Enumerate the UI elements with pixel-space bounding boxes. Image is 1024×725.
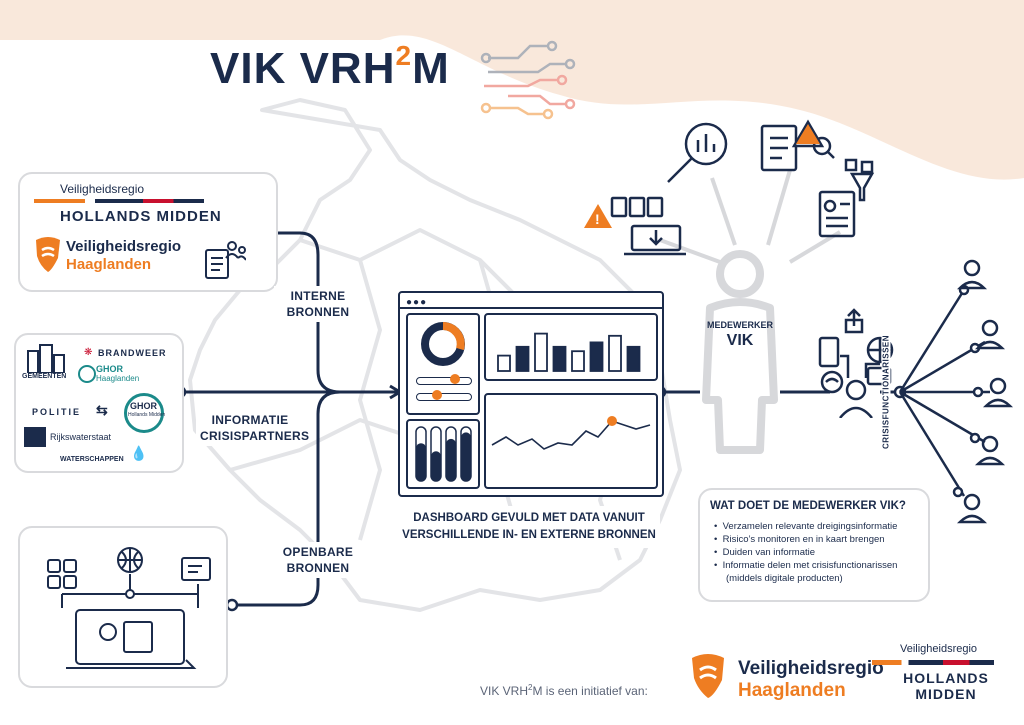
brandweer-label: BRANDWEER xyxy=(98,348,167,358)
dashboard-window: ●●● xyxy=(398,291,664,497)
vrhm-logo-name: HOLLANDS MIDDEN xyxy=(60,208,222,225)
task-item: • Risico’s monitoren en in kaart brengen xyxy=(714,534,885,545)
dashboard-bar xyxy=(534,332,548,372)
footer-vrhm-top: Veiligheidsregio xyxy=(900,643,978,655)
dashboard-bar xyxy=(626,345,641,372)
waterschappen-label: WATERSCHAPPEN xyxy=(60,456,124,463)
slider-knob-1 xyxy=(450,374,460,384)
task-item: • Duiden van informatie xyxy=(714,547,816,558)
vrhm-logo-top: Veiligheidsregio xyxy=(60,182,145,196)
vrh-shield-icon xyxy=(36,237,60,272)
dashboard-bar xyxy=(497,354,511,372)
donut-panel xyxy=(406,313,480,415)
bar-chart xyxy=(497,332,641,372)
task-item: • Informatie delen met crisisfunctionari… xyxy=(714,560,898,571)
footer-vrh-top: Veiligheidsregio xyxy=(738,658,884,679)
employee-role-label: MEDEWERKER xyxy=(706,320,773,330)
dashboard-bar xyxy=(589,341,604,372)
gauge-fill xyxy=(431,451,441,481)
line-chart-panel xyxy=(484,393,658,489)
slider-track-1 xyxy=(416,377,472,385)
internal-sources-box: Veiligheidsregio HOLLANDS MIDDEN Veiligh… xyxy=(18,172,278,292)
water-drops-icon: 💧 xyxy=(130,445,148,461)
footer-vrh-shield-icon xyxy=(692,654,724,698)
gauge-panel xyxy=(406,419,480,489)
ghor-haaglanden-title: GHOR xyxy=(96,364,123,374)
donut-chart xyxy=(421,322,465,366)
crisis-partners-box: GEMEENTEN ❋ BRANDWEER GHOR Haaglanden PO… xyxy=(14,333,184,473)
bar-chart-panel xyxy=(484,313,658,381)
rijkswaterstaat-crest-icon xyxy=(24,427,46,447)
rijkswaterstaat-label: Rijkswaterstaat xyxy=(50,432,112,442)
footer-vrh-bottom: Haaglanden xyxy=(738,680,846,701)
ghor-haaglanden-sub: Haaglanden xyxy=(96,374,140,383)
gemeenten-label: GEMEENTEN xyxy=(22,373,67,380)
tasks-list: • Verzamelen relevante dreigingsinformat… xyxy=(714,520,897,585)
employee-task-icons: ! xyxy=(584,119,875,256)
dashboard-bar xyxy=(515,345,530,372)
task-item-continuation: (middels digitale producten) xyxy=(726,573,843,584)
window-dots-icon: ●●● xyxy=(406,297,428,308)
sharing-devices-icon xyxy=(818,308,894,418)
slider-track-2 xyxy=(416,393,472,401)
ns-logo-icon: ⇆ xyxy=(96,402,108,418)
footer-vrhm-stripe xyxy=(872,660,994,665)
ghor-pin-icon xyxy=(78,365,96,383)
ghor-hm-ring-icon xyxy=(124,393,164,433)
dashboard-bar xyxy=(571,350,585,372)
dashboard-bar xyxy=(608,334,622,372)
employee-figure-icon xyxy=(702,250,778,454)
politie-label: POLITIE xyxy=(32,407,82,417)
line-chart xyxy=(491,416,651,450)
data-network-icon xyxy=(480,40,576,120)
svg-text:!: ! xyxy=(595,211,600,227)
crisis-officials-icons xyxy=(956,259,1014,524)
dashboard-bar xyxy=(552,345,567,372)
open-sources-box xyxy=(18,526,228,688)
ghor-hm-title: GHOR xyxy=(130,401,157,411)
document-people-icon xyxy=(205,241,246,279)
tasks-box: WAT DOET DE MEDEWERKER VIK? • Verzamelen… xyxy=(698,488,930,602)
gauge-bars xyxy=(415,426,472,482)
crisis-officials-label: CRISISFUNCTIONARISSEN xyxy=(881,317,891,467)
window-titlebar-line xyxy=(400,307,662,309)
employee-name-label: VIK xyxy=(726,332,754,349)
task-item: • Verzamelen relevante dreigingsinformat… xyxy=(714,521,898,532)
municipality-buildings-icon xyxy=(27,344,65,373)
footer-initiative-text: VIK VRH2M is een initiatief van: xyxy=(480,683,648,698)
vrh-logo-top: Veiligheidsregio xyxy=(66,238,182,255)
vrhm-logo-stripe xyxy=(34,199,204,203)
open-sources-illustration xyxy=(47,547,211,669)
slider-knob-2 xyxy=(432,390,442,400)
page-title: VIK VRH2M xyxy=(210,40,450,93)
gauge-fill xyxy=(416,443,426,481)
gauge-fill xyxy=(461,432,471,481)
tasks-heading: WAT DOET DE MEDEWERKER VIK? xyxy=(710,500,906,512)
gauge-fill xyxy=(446,438,456,481)
vrh-logo-bottom: Haaglanden xyxy=(66,256,152,273)
ghor-hm-sub: Hollands Midden xyxy=(128,412,166,418)
brandweer-icon: ❋ xyxy=(84,347,93,358)
